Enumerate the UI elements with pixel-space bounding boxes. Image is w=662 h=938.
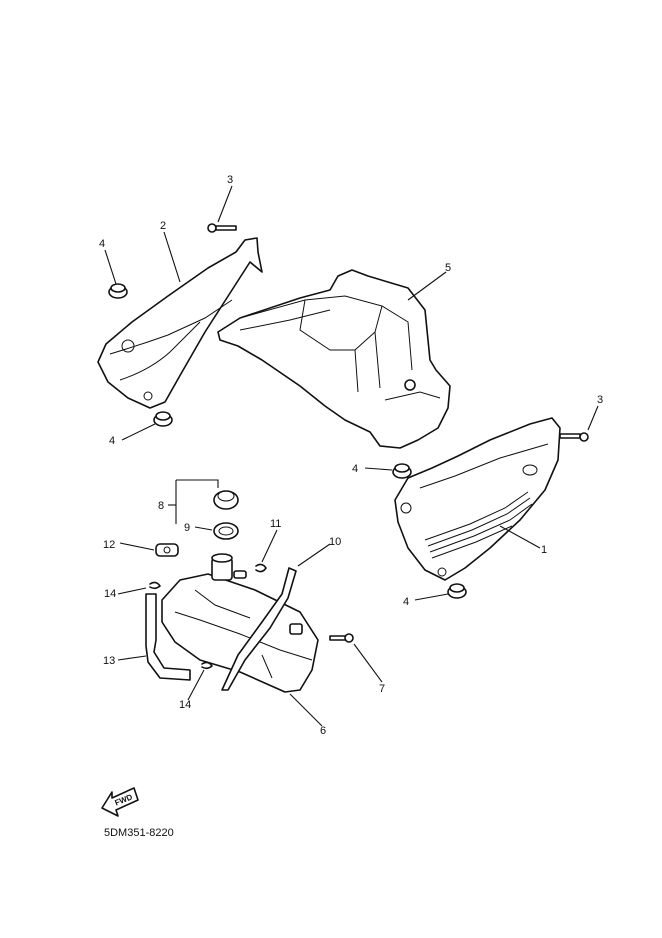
breather-hose xyxy=(145,593,191,681)
right-side-cover xyxy=(394,417,561,581)
callout-5: 5 xyxy=(445,262,451,274)
callout-6: 6 xyxy=(320,725,326,737)
fwd-arrow-icon: FWD xyxy=(101,787,139,817)
callout-labels: 3 2 4 5 3 4 4 8 9 11 10 12 1 14 4 13 7 1… xyxy=(99,174,603,737)
grommet-upper-left xyxy=(108,283,128,299)
callout-3-right: 3 xyxy=(597,394,603,406)
grommet-upper-right xyxy=(392,463,412,479)
grommet-lower-left xyxy=(153,411,173,427)
hose-clip-14-lower xyxy=(201,661,213,670)
left-side-cover xyxy=(97,237,263,409)
callout-4-upper-right: 4 xyxy=(352,463,358,475)
callout-7: 7 xyxy=(379,683,385,695)
grommet-lower-right xyxy=(447,583,467,599)
callout-1: 1 xyxy=(541,544,547,556)
diagram-code: 5DM351-8220 xyxy=(104,827,174,839)
gasket xyxy=(213,522,239,540)
callout-2: 2 xyxy=(160,220,166,232)
callout-13: 13 xyxy=(103,655,115,667)
callout-14-lower: 14 xyxy=(179,699,191,711)
callout-11: 11 xyxy=(270,518,281,530)
callout-8: 8 xyxy=(158,500,164,512)
callout-4-lower-right: 4 xyxy=(403,596,409,608)
tank-fitting xyxy=(233,570,247,579)
callout-9: 9 xyxy=(184,522,190,534)
bolt-left xyxy=(207,223,237,233)
bolt-right xyxy=(559,432,589,442)
inner-fender xyxy=(217,269,451,449)
callout-14-upper: 14 xyxy=(104,588,116,600)
hose-clip-14-upper xyxy=(149,581,161,590)
tank-cap xyxy=(213,490,239,510)
leader-lines xyxy=(104,185,599,727)
callout-4-lower-left: 4 xyxy=(109,435,115,447)
callout-12: 12 xyxy=(103,539,115,551)
clamp xyxy=(155,543,179,557)
bolt-7 xyxy=(329,633,354,643)
callout-10: 10 xyxy=(329,536,341,548)
callout-4-upper-left: 4 xyxy=(99,238,105,250)
hose-clip-11 xyxy=(255,563,267,573)
overflow-hose xyxy=(221,567,297,691)
callout-3-left: 3 xyxy=(227,174,233,186)
